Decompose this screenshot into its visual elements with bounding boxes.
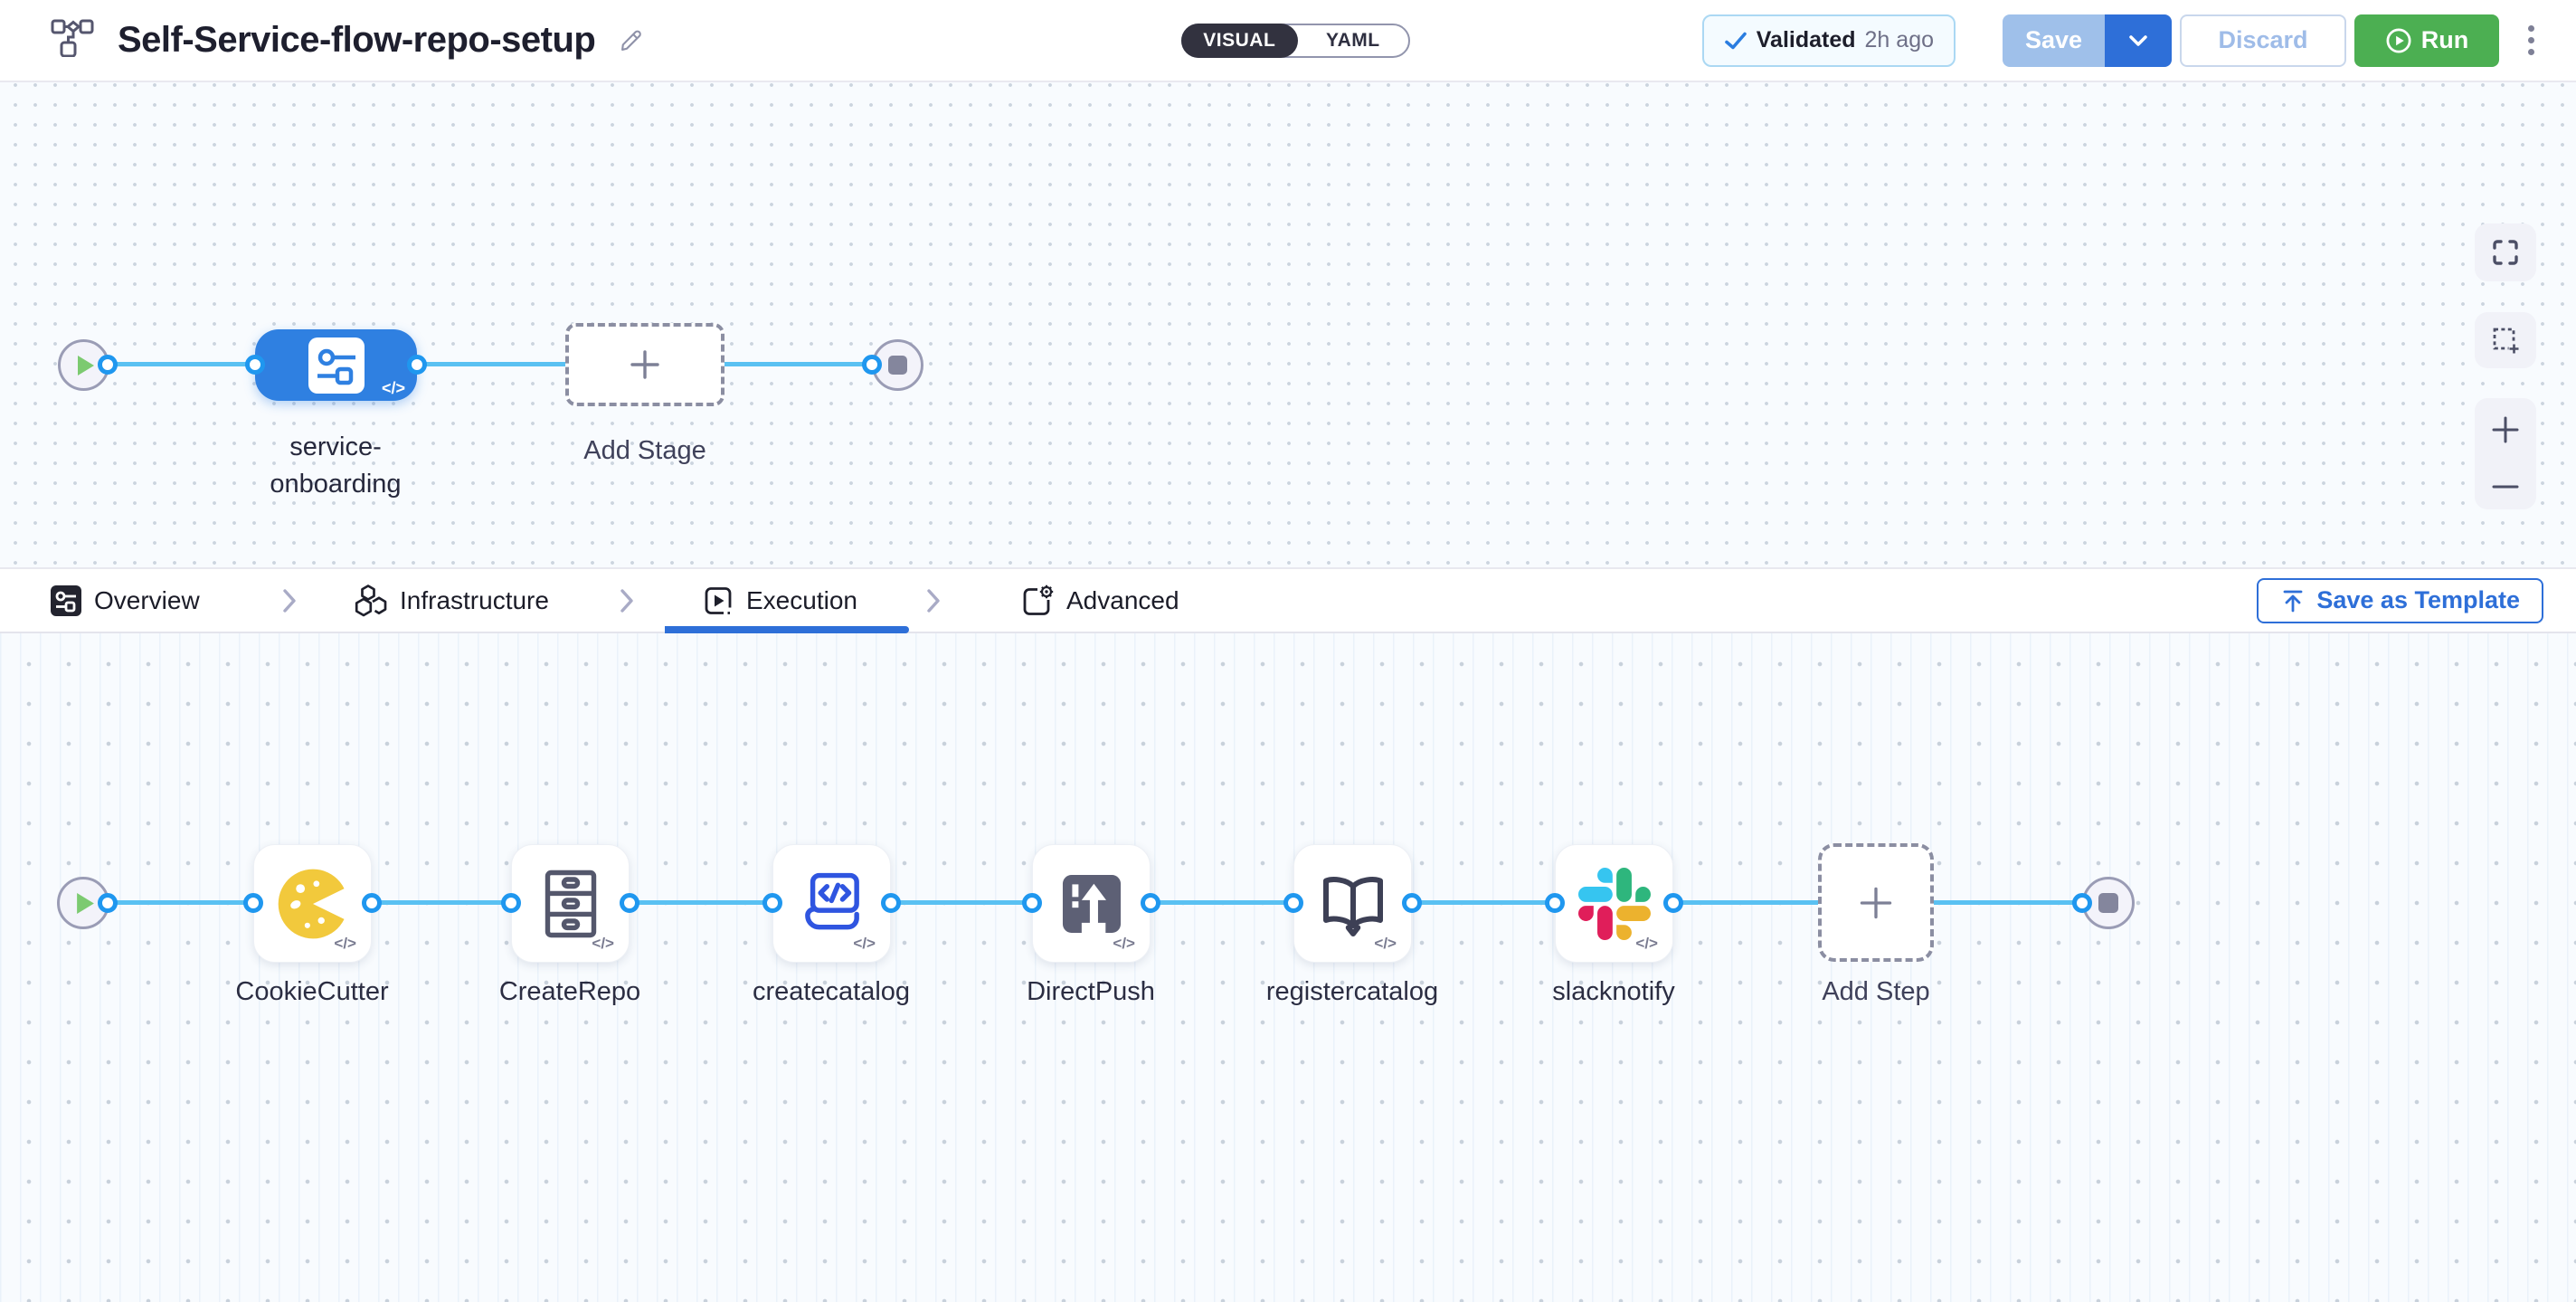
connector-port[interactable]: [1141, 893, 1160, 913]
zoom-controls: [2475, 398, 2536, 509]
tab-advanced[interactable]: Advanced: [1019, 569, 1179, 632]
tab-infrastructure[interactable]: Infrastructure: [354, 569, 549, 632]
page-title: Self-Service-flow-repo-setup: [118, 20, 595, 61]
hexagons-icon: [354, 584, 387, 617]
save-options-chevron-down-icon[interactable]: [2105, 14, 2172, 67]
play-circle-icon: [2385, 27, 2412, 54]
step-label: registercatalog: [1266, 977, 1438, 1007]
cookiecutter-icon: [274, 865, 352, 943]
connector-port[interactable]: [98, 893, 118, 913]
connector-port[interactable]: [243, 893, 263, 913]
connector-port[interactable]: [862, 355, 882, 375]
code-badge: </>: [1374, 935, 1397, 953]
play-icon: [77, 355, 95, 376]
toggle-yaml[interactable]: YAML: [1298, 25, 1408, 56]
stage-node-service-onboarding[interactable]: </>: [255, 329, 417, 401]
edge-line: [107, 362, 872, 366]
edit-title-pencil-icon[interactable]: [619, 28, 644, 53]
add-stage-label: Add Stage: [565, 436, 724, 466]
chevron-right-icon: [619, 588, 635, 613]
stage-canvas[interactable]: </> service-onboarding Add Stage: [0, 82, 2576, 567]
step-node-registercatalog[interactable]: </>: [1293, 844, 1412, 963]
code-badge: </>: [1635, 935, 1658, 953]
step-label: CookieCutter: [235, 977, 388, 1007]
code-badge: </>: [853, 935, 876, 953]
connector-port[interactable]: [1545, 893, 1565, 913]
discard-button[interactable]: Discard: [2180, 14, 2346, 67]
stage-tabbar: Overview Infrastructure Execution: [0, 567, 2576, 633]
tab-execution[interactable]: Execution: [703, 569, 857, 632]
validated-time: 2h ago: [1865, 27, 1934, 53]
connector-port[interactable]: [407, 355, 427, 375]
tab-overview[interactable]: Overview: [51, 569, 200, 632]
custom-stage-icon: [308, 337, 365, 394]
connector-port[interactable]: [2072, 893, 2092, 913]
code-badge: </>: [592, 935, 614, 953]
code-scroll-icon: [796, 868, 868, 940]
active-tab-underline: [665, 626, 909, 633]
zoom-out-icon[interactable]: [2492, 482, 2519, 491]
connector-port[interactable]: [881, 893, 901, 913]
save-button[interactable]: Save: [2003, 14, 2105, 67]
connector-port[interactable]: [1663, 893, 1683, 913]
chevron-right-icon: [925, 588, 942, 613]
zoom-in-icon[interactable]: [2492, 416, 2519, 443]
add-step-button[interactable]: [1818, 843, 1934, 962]
toggle-visual[interactable]: VISUAL: [1181, 24, 1298, 58]
play-icon: [76, 892, 95, 915]
connector-port[interactable]: [245, 355, 265, 375]
header: Self-Service-flow-repo-setup VISUAL YAML…: [0, 0, 2576, 82]
connector-port[interactable]: [98, 355, 118, 375]
gear-square-icon: [1019, 584, 1054, 617]
step-label: createcatalog: [753, 977, 910, 1007]
code-badge: </>: [334, 935, 356, 953]
more-options-kebab-icon[interactable]: [2523, 20, 2540, 61]
upload-window-icon: [1056, 869, 1127, 939]
stop-icon: [888, 356, 907, 375]
validated-badge: Validated 2h ago: [1702, 14, 1956, 67]
run-button[interactable]: Run: [2354, 14, 2499, 67]
connector-port[interactable]: [1022, 893, 1042, 913]
connector-port[interactable]: [1283, 893, 1303, 913]
connector-port[interactable]: [762, 893, 782, 913]
add-stage-button[interactable]: [565, 323, 724, 406]
connector-port[interactable]: [362, 893, 382, 913]
step-node-slacknotify[interactable]: </>: [1555, 844, 1673, 963]
add-step-label: Add Step: [1822, 977, 1929, 1007]
slack-icon: [1578, 868, 1651, 940]
upload-template-icon: [2280, 588, 2306, 613]
code-badge: </>: [382, 379, 405, 398]
step-node-directpush[interactable]: </>: [1032, 844, 1151, 963]
open-book-icon: [1315, 866, 1391, 942]
step-label: slacknotify: [1552, 977, 1674, 1007]
step-node-createcatalog[interactable]: </>: [772, 844, 891, 963]
check-icon: [1724, 30, 1747, 52]
chevron-right-icon: [281, 588, 298, 613]
step-node-createrepo[interactable]: </>: [511, 844, 630, 963]
marquee-selection-icon: [2491, 326, 2520, 355]
stage-label: service-onboarding: [245, 429, 426, 503]
code-badge: </>: [1113, 935, 1135, 953]
stage-overview-icon: [51, 585, 81, 616]
connector-port[interactable]: [501, 893, 521, 913]
step-node-cookiecutter[interactable]: </>: [253, 844, 372, 963]
marquee-select-button[interactable]: [2475, 312, 2536, 368]
save-as-template-button[interactable]: Save as Template: [2257, 578, 2543, 623]
plus-icon: [1858, 885, 1894, 921]
pipeline-icon: [51, 19, 94, 62]
play-square-icon: [703, 585, 734, 616]
connector-port[interactable]: [1402, 893, 1422, 913]
validated-label: Validated: [1757, 27, 1856, 53]
drawers-icon: [533, 866, 609, 942]
execution-canvas[interactable]: </> </> </>: [0, 633, 2576, 1302]
expand-icon: [2492, 239, 2519, 266]
connector-port[interactable]: [620, 893, 639, 913]
step-label: DirectPush: [1027, 977, 1155, 1007]
fullscreen-button[interactable]: [2475, 223, 2536, 281]
visual-yaml-toggle: VISUAL YAML: [1181, 24, 1410, 58]
plus-icon: [629, 348, 661, 381]
step-label: CreateRepo: [499, 977, 640, 1007]
stop-icon: [2098, 893, 2118, 913]
